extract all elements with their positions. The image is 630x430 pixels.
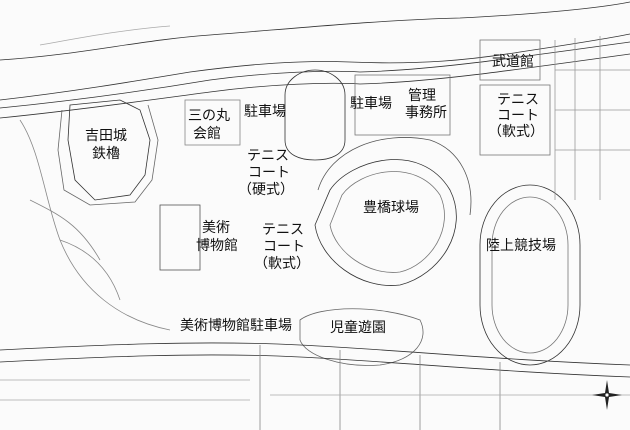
museum-parking-label: 美術博物館駐車場 bbox=[180, 318, 292, 334]
tennis-b-line2: コート bbox=[248, 165, 290, 181]
iron-turret-label: 鉄櫓 bbox=[92, 146, 120, 162]
tennis-a-line3: （軟式） bbox=[488, 124, 544, 140]
playground-label: 児童遊園 bbox=[330, 320, 386, 336]
tennis-a-line1: テニス bbox=[497, 92, 539, 108]
budokan-label: 武道館 bbox=[492, 54, 534, 70]
yoshida-castle-label: 吉田城 bbox=[85, 128, 127, 144]
art-line1: 美術 bbox=[202, 220, 230, 236]
parking-label-1: 駐車場 bbox=[244, 104, 286, 120]
tennis-b-line1: テニス bbox=[247, 148, 289, 164]
tennis-c-line2: コート bbox=[263, 239, 305, 255]
parking-label-2: 駐車場 bbox=[350, 96, 392, 112]
tennis-c-line1: テニス bbox=[262, 222, 304, 238]
management-label: 管理 bbox=[408, 88, 436, 104]
kaikan-label: 会館 bbox=[193, 126, 221, 142]
tennis-b-line3: （硬式） bbox=[238, 182, 294, 198]
athletics-stadium-label: 陸上競技場 bbox=[486, 238, 556, 254]
tennis-c-line3: （軟式） bbox=[254, 256, 310, 272]
compass-rose-icon bbox=[592, 380, 622, 410]
art-line2: 博物館 bbox=[196, 238, 238, 254]
tennis-a-line2: コート bbox=[497, 108, 539, 124]
sannomaru-label: 三の丸 bbox=[188, 108, 230, 124]
office-label: 事務所 bbox=[405, 105, 447, 121]
baseball-stadium-label: 豊橋球場 bbox=[363, 200, 419, 216]
